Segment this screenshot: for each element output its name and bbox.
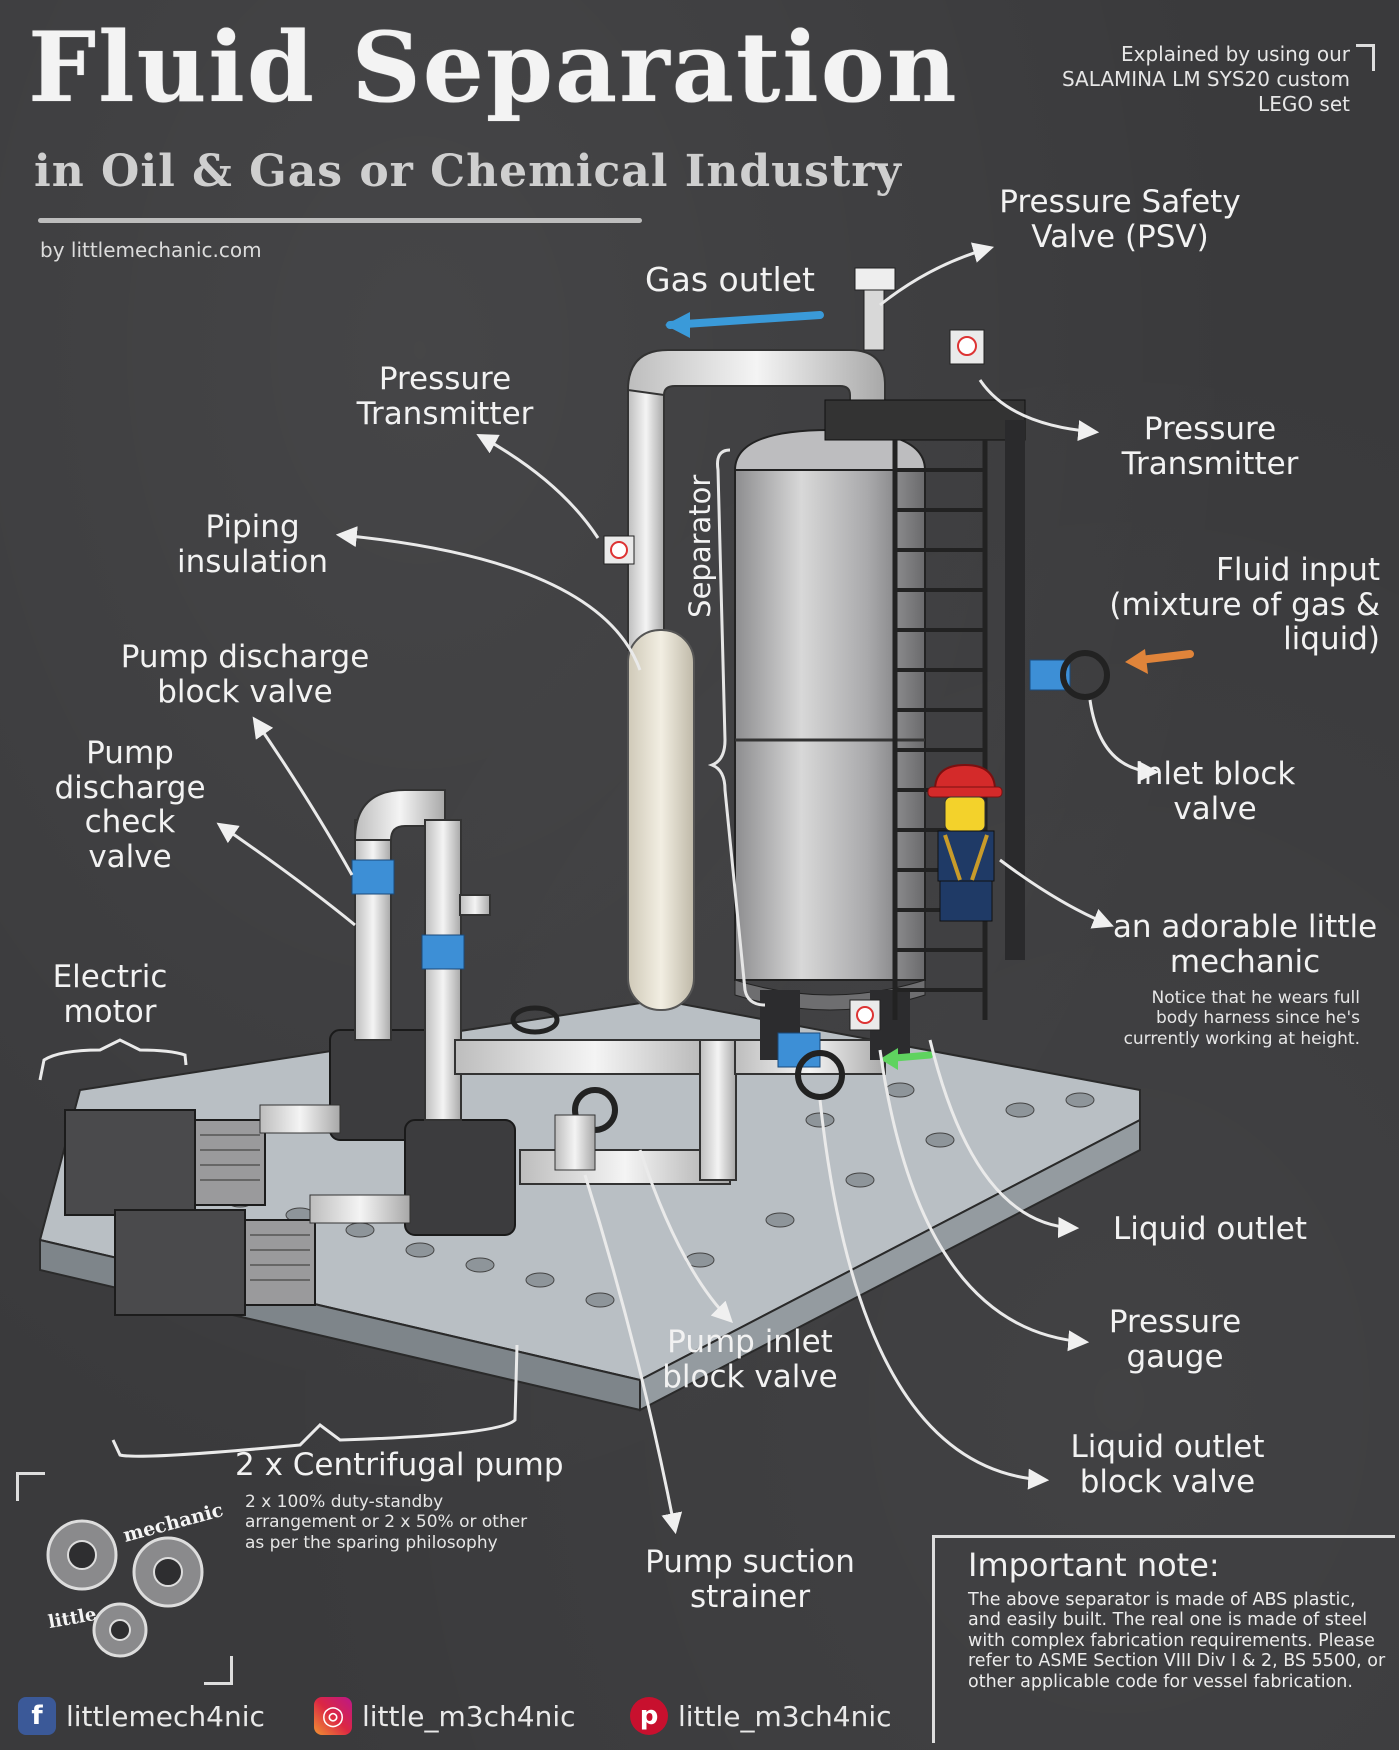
little-mechanic-minifig — [927, 763, 1003, 922]
pump-note: 2 x 100% duty-standby arrangement or 2 x… — [245, 1492, 528, 1553]
label-pressure-gauge: Pressure gauge — [1108, 1304, 1242, 1375]
pressure-safety-valve — [854, 267, 896, 351]
pinterest-handle: little_m3ch4nic — [678, 1699, 892, 1733]
label-pump-discharge-block-valve: Pump discharge block valve — [120, 639, 370, 710]
fluid-input-arrow — [1136, 650, 1194, 664]
logo-bracket — [16, 1472, 45, 1501]
important-note-box — [932, 1535, 1395, 1743]
label-mechanic: an adorable little mechanic — [1112, 909, 1378, 980]
social-facebook[interactable]: f littlemech4nic — [18, 1696, 265, 1736]
logo-bracket — [204, 1656, 233, 1685]
gear-icon — [132, 1536, 204, 1608]
social-instagram[interactable]: ◎ little_m3ch4nic — [314, 1696, 576, 1736]
label-liquid-outlet-block-valve: Liquid outlet block valve — [1070, 1429, 1265, 1500]
ladder-side-rail — [1005, 420, 1025, 960]
inlet-block-valve — [1029, 650, 1110, 700]
electric-motor-1 — [64, 1109, 266, 1216]
centrifugal-pump-2 — [309, 1119, 516, 1236]
label-pump-discharge-check-valve: Pump discharge check valve — [54, 735, 206, 876]
discharge-block-valve-blue — [421, 934, 465, 970]
pressure-transmitter-left — [603, 535, 635, 565]
label-fluid-input: Fluid input (mixture of gas & liquid) — [1109, 552, 1380, 658]
facebook-icon: f — [18, 1697, 56, 1735]
corner-bracket — [1356, 44, 1375, 71]
explained-note: Explained by using our SALAMINA LM SYS20… — [1061, 42, 1350, 116]
ladder — [892, 440, 988, 1020]
note-title: Important note: — [968, 1546, 1220, 1584]
separator-bracket — [707, 448, 766, 1007]
social-pinterest[interactable]: p little_m3ch4nic — [630, 1696, 892, 1736]
pinterest-icon: p — [630, 1697, 668, 1735]
pump-suction-strainer — [554, 1114, 596, 1171]
gas-flow-arrow — [666, 311, 824, 329]
label-liquid-outlet: Liquid outlet — [1113, 1211, 1307, 1247]
gas-outlet-pipe — [626, 349, 886, 651]
label-inlet-block-valve: Inlet block valve — [1134, 756, 1296, 827]
vessel-top-platform — [824, 399, 1026, 441]
mechanic-note: Notice that he wears full body harness s… — [1123, 988, 1360, 1049]
label-separator: Separator — [682, 474, 717, 618]
label-gas-outlet: Gas outlet — [645, 260, 815, 299]
byline: by littlemechanic.com — [40, 238, 262, 262]
page-subtitle: in Oil & Gas or Chemical Industry — [34, 146, 902, 197]
handwheel-top — [510, 1005, 560, 1035]
label-psv: Pressure Safety Valve (PSV) — [999, 184, 1241, 255]
title-underline — [38, 218, 642, 223]
label-electric-motor: Electric motor — [52, 959, 168, 1030]
discharge-check-valve-blue — [351, 859, 395, 895]
gear-icon — [46, 1519, 118, 1591]
page-title: Fluid Separation — [28, 11, 959, 124]
liquid-outlet-block-valve — [777, 1032, 845, 1100]
label-braces — [38, 1038, 519, 1458]
liquid-flow-arrow — [891, 1051, 934, 1062]
facebook-handle: littlemech4nic — [66, 1699, 265, 1733]
label-piping-insulation: Piping insulation — [176, 509, 329, 580]
label-centrifugal-pump: 2 x Centrifugal pump — [235, 1447, 564, 1483]
label-pump-suction-strainer: Pump suction strainer — [645, 1544, 855, 1615]
pressure-transmitter-right — [949, 329, 985, 365]
electric-motor-2 — [114, 1209, 316, 1316]
label-pressure-transmitter-left: Pressure Transmitter — [356, 361, 534, 432]
gear-icon — [92, 1602, 148, 1658]
centrifugal-pump-1 — [259, 1029, 441, 1141]
label-pressure-transmitter-right: Pressure Transmitter — [1121, 411, 1299, 482]
callout-arrows — [216, 242, 1160, 1535]
label-pump-inlet-block-valve: Pump inlet block valve — [662, 1324, 838, 1395]
piping-insulation — [627, 629, 695, 1011]
instagram-icon: ◎ — [314, 1697, 352, 1735]
pressure-gauge-bottom — [849, 999, 881, 1031]
instagram-handle: little_m3ch4nic — [362, 1699, 576, 1733]
note-text: The above separator is made of ABS plast… — [968, 1590, 1386, 1692]
